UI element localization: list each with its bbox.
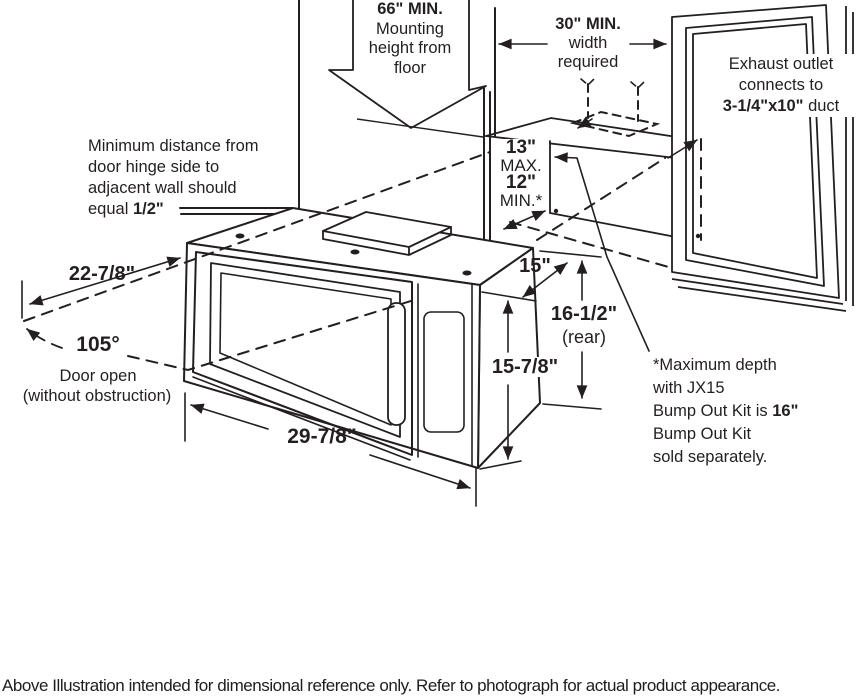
exhaust-duct-size: 3-1/4"x10" — [722, 97, 804, 115]
door-angle-arc — [26, 328, 63, 349]
door-open-plane-line — [127, 299, 415, 372]
mounting-reference-line — [356, 118, 484, 138]
hinge-line1: Minimum distance from — [88, 137, 259, 155]
note-line2: with JX15 — [653, 379, 725, 397]
label-rear-height: 16-1/2" (rear) — [542, 303, 626, 349]
label-no-obstruction: (without obstruction) — [22, 387, 172, 405]
exhaust-panel — [671, 4, 854, 312]
width-required-line2: width — [568, 34, 608, 52]
duct-footprint-rect — [569, 110, 661, 138]
arrow-door-depth — [29, 256, 181, 306]
wall-to-front-min-value: 12" — [505, 172, 537, 193]
label-front-height: 15-7/8" — [486, 357, 564, 377]
note-line3-value: 16" — [772, 402, 799, 420]
panel-bottom-edge-2 — [677, 286, 847, 312]
dot-wall-to-front — [553, 208, 559, 214]
mounting-height-line4: floor — [393, 58, 427, 77]
note-line5: sold separately. — [653, 448, 768, 466]
mounting-height-value: 66" MIN. — [377, 0, 443, 18]
duct-riser-break-2 — [630, 79, 647, 90]
exhaust-adapter-plate-front — [322, 226, 452, 256]
duct-path-upper-line — [536, 157, 666, 241]
dot-panel-duct — [695, 233, 701, 239]
door-bottom-edge — [192, 376, 411, 461]
caption-text: Above Illustration intended for dimensio… — [2, 676, 781, 695]
panel-bottom-edge-1 — [671, 278, 844, 305]
ext-bottom-rear-corner — [542, 403, 602, 410]
arrow-width-right — [369, 454, 471, 490]
duct-connection-arrow — [667, 139, 698, 159]
control-panel — [423, 311, 465, 433]
wall-to-front-max-value: 13" — [505, 137, 537, 158]
note-line4: Bump Out Kit — [653, 425, 752, 443]
door-window-frame — [209, 262, 401, 438]
label-door-angle: 105° — [76, 333, 120, 356]
door-handle — [387, 302, 406, 426]
niche-ceiling-back-edge — [485, 117, 698, 141]
mounting-height-line3: height from — [368, 39, 452, 57]
vent-dot-3 — [462, 270, 472, 276]
note-line3-prefix: Bump Out Kit is — [653, 402, 773, 420]
hinge-gap-value: 1/2" — [132, 200, 164, 218]
wall-lines — [179, 0, 496, 243]
arrow-wall-to-front — [503, 210, 546, 230]
niche-floor-front-edge — [549, 212, 677, 238]
hinge-line4-prefix: equal — [88, 200, 133, 218]
vent-dot-1 — [235, 233, 245, 239]
arrow-top-depth — [522, 262, 568, 298]
label-top-depth: 15" — [519, 255, 551, 277]
label-exhaust-outlet: Exhaust outlet connects to 3-1/4"x10" du… — [700, 54, 862, 117]
width-required-value: 30" MIN. — [555, 15, 621, 33]
label-bump-out-note: *Maximum depth with JX15 Bump Out Kit is… — [653, 354, 798, 469]
door-window-inner — [219, 272, 392, 426]
mounting-height-callout — [328, 0, 487, 138]
rear-height-value: 16-1/2" — [550, 303, 618, 325]
label-width-required: 30" MIN. width required — [508, 15, 668, 72]
hinge-line2: door hinge side to — [88, 158, 220, 176]
label-door-open: Door open — [59, 367, 137, 385]
note-line1: *Maximum depth — [653, 356, 777, 374]
label-wall-to-front: 13" MAX. 12" MIN.* — [493, 137, 549, 210]
mounting-height-line2: Mounting — [376, 19, 444, 38]
arrow-width-left — [190, 403, 269, 430]
note-leader-line — [554, 152, 650, 352]
exhaust-line2: connects to — [738, 76, 824, 94]
duct-footprint-arrow — [577, 116, 593, 129]
duct-path-lower-line — [509, 221, 673, 269]
duct-riser-break-1 — [580, 76, 597, 87]
rear-height-qualifier: (rear) — [562, 327, 606, 347]
ext-top-front-corner — [481, 291, 537, 302]
hinge-line3: adjacent wall should — [88, 179, 237, 197]
callout-arrow-outline — [328, 0, 487, 129]
ext-bottom-front-corner — [479, 460, 522, 470]
wall-to-front-min-label: MIN.* — [499, 190, 543, 210]
microwave-door — [192, 251, 413, 456]
label-door-depth: 22-7/8" — [68, 263, 136, 285]
dimension-lines — [21, 38, 701, 507]
width-required-line3: required — [557, 53, 619, 71]
label-hinge-clearance: Minimum distance from door hinge side to… — [88, 136, 259, 220]
wall-to-front-max-label: MAX. — [500, 155, 542, 175]
top-vent-dots — [235, 233, 472, 276]
label-overall-width: 29-7/8" — [287, 425, 357, 448]
label-mounting-height: 66" MIN. Mounting height from floor — [330, 0, 490, 78]
vent-dot-2 — [350, 249, 360, 255]
microwave-front-face — [183, 242, 481, 469]
ext-top-rear-corner — [539, 250, 602, 258]
exhaust-line3-suffix: duct — [803, 97, 840, 115]
exhaust-line1: Exhaust outlet — [728, 55, 834, 73]
